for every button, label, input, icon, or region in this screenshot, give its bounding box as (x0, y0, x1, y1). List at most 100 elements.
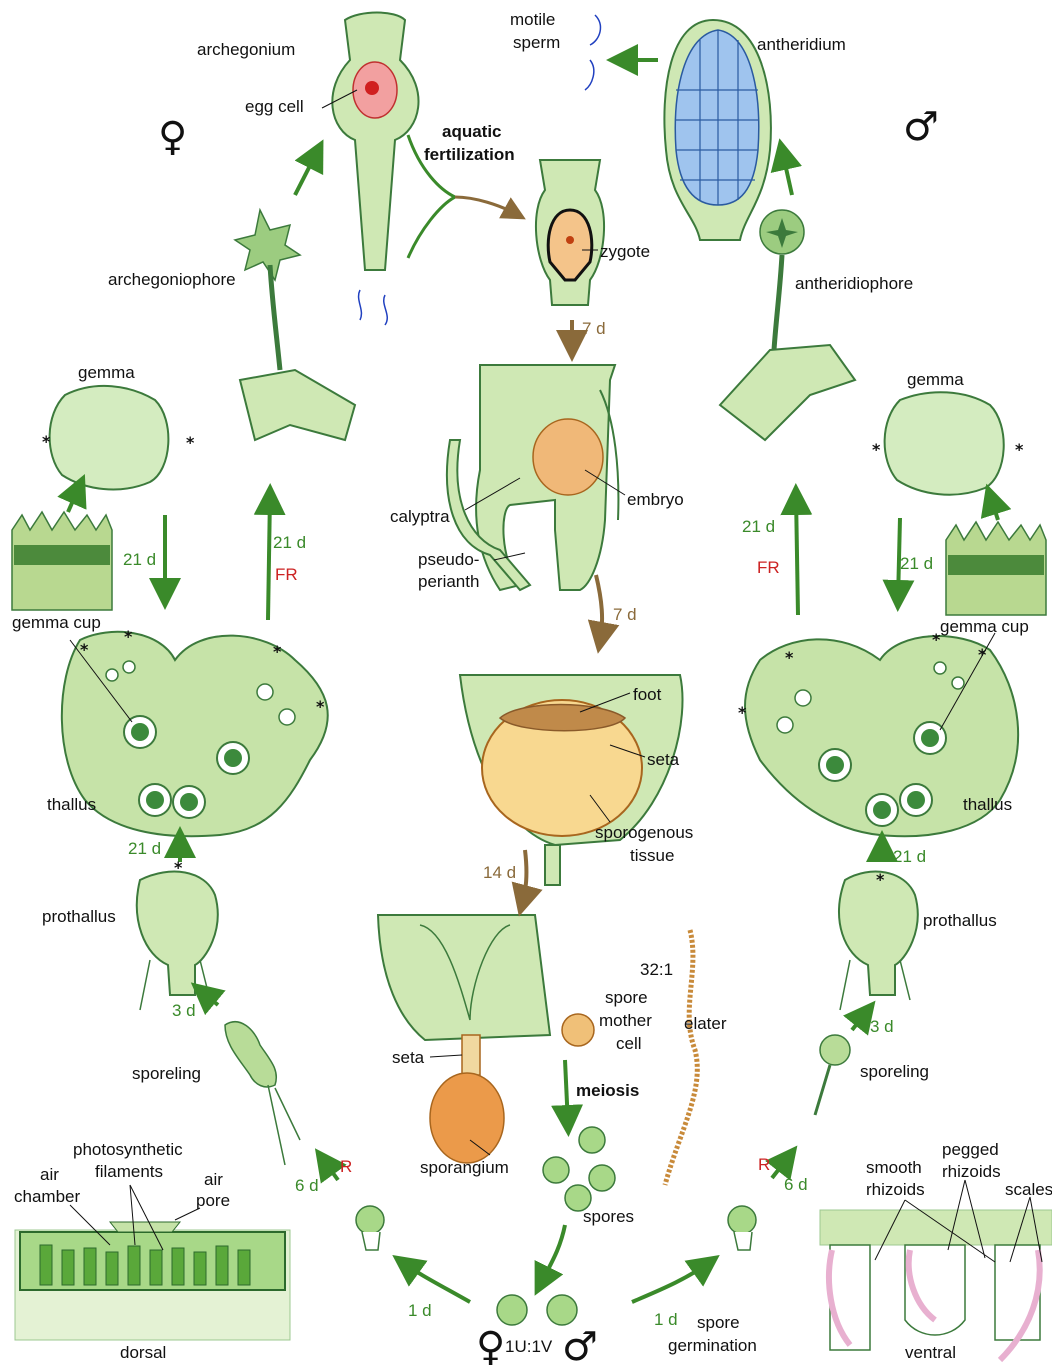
germinating-spore-left (356, 1206, 384, 1234)
asterisk: * (273, 642, 282, 661)
label-antheridium: antheridium (757, 35, 846, 54)
label-perianth: perianth (418, 572, 479, 591)
fr-left: FR (275, 565, 298, 584)
label-prothallus-right: prothallus (923, 911, 997, 930)
gemma-left-illustration (50, 386, 169, 490)
asterisk: * (932, 630, 941, 649)
label-sperm: sperm (513, 33, 560, 52)
label-sporangium: sporangium (420, 1158, 509, 1177)
asterisk: * (80, 640, 89, 659)
time-14d: 14 d (483, 863, 516, 882)
label-ventral: ventral (905, 1343, 956, 1362)
time-21d-fr-left: 21 d (273, 533, 306, 552)
female-symbol-top: ♀ (158, 114, 187, 160)
female-symbol-bottom: ♀ (476, 1324, 505, 1366)
label-air-chamber-1: air (40, 1165, 59, 1184)
label-dorsal: dorsal (120, 1343, 166, 1362)
r-left: R (340, 1157, 352, 1176)
label-tissue: tissue (630, 846, 674, 865)
label-gemma-left: gemma (78, 363, 135, 382)
label-seta-bottom: seta (392, 1048, 425, 1067)
male-symbol-bottom: ♂ (562, 1324, 598, 1366)
label-gemma-cup-right: gemma cup (940, 617, 1029, 636)
time-21d-fr-right: 21 d (742, 517, 775, 536)
asterisk: * (785, 648, 794, 667)
label-air-pore-2: pore (196, 1191, 230, 1210)
label-motile: motile (510, 10, 555, 29)
label-thallus-left: thallus (47, 795, 96, 814)
label-meiosis: meiosis (576, 1081, 639, 1100)
asterisk: * (124, 627, 133, 646)
label-elater: elater (684, 1014, 727, 1033)
label-mother: mother (599, 1011, 652, 1030)
label-smooth: smooth (866, 1158, 922, 1177)
label-egg-cell: egg cell (245, 97, 304, 116)
label-ratio-1u1v: 1U:1V (505, 1337, 553, 1356)
label-filaments: filaments (95, 1162, 163, 1181)
r-right: R (758, 1155, 770, 1174)
spore-mother-cell-shape (562, 1014, 594, 1046)
label-air-chamber-2: chamber (14, 1187, 80, 1206)
dorsal-section-illustration (15, 1222, 290, 1340)
asterisk: * (876, 870, 885, 889)
label-sporeling-left: sporeling (132, 1064, 201, 1083)
label-rhizoids-2: rhizoids (942, 1162, 1001, 1181)
label-scales: scales (1005, 1180, 1052, 1199)
ventral-section-illustration (820, 1210, 1052, 1360)
label-spore-germ-1: spore (697, 1313, 740, 1332)
spore-male (547, 1295, 577, 1325)
label-rhizoids-1: rhizoids (866, 1180, 925, 1199)
antheridium-illustration (664, 20, 771, 240)
time-1d-left: 1 d (408, 1301, 432, 1320)
prothallus-right-illustration (839, 872, 918, 1010)
label-spore-germ-2: germination (668, 1336, 757, 1355)
label-ratio-32: 32:1 (640, 960, 673, 979)
label-gemma-cup-left: gemma cup (12, 613, 101, 632)
gemma-right-illustration (885, 392, 1004, 494)
time-21d-gemma-left: 21 d (123, 550, 156, 569)
asterisk: * (872, 440, 881, 459)
label-photosynthetic: photosynthetic (73, 1140, 183, 1159)
asterisk: * (174, 858, 183, 877)
time-7d-a: 7 d (582, 319, 606, 338)
thallus-left-illustration (62, 632, 328, 836)
label-fertilization: fertilization (424, 145, 515, 164)
time-3d-left: 3 d (172, 1001, 196, 1020)
label-archegonium: archegonium (197, 40, 295, 59)
asterisk: * (186, 433, 195, 452)
label-sporeling-right: sporeling (860, 1062, 929, 1081)
fr-right: FR (757, 558, 780, 577)
prothallus-left-illustration (137, 872, 218, 1010)
asterisk: * (1015, 440, 1024, 459)
label-spores: spores (583, 1207, 634, 1226)
male-symbol-top: ♂ (903, 104, 939, 150)
label-pseudo: pseudo- (418, 550, 479, 569)
label-zygote: zygote (600, 242, 650, 261)
sporeling-left-illustration (225, 1022, 300, 1165)
label-prothallus-left: prothallus (42, 907, 116, 926)
germinating-spore-right (728, 1206, 756, 1234)
label-archegoniophore: archegoniophore (108, 270, 236, 289)
archegoniophore-illustration (235, 210, 355, 440)
time-7d-b: 7 d (613, 605, 637, 624)
time-1d-right: 1 d (654, 1310, 678, 1329)
label-cell: cell (616, 1034, 642, 1053)
asterisk: * (42, 432, 51, 451)
time-21d-thallus-left: 21 d (128, 839, 161, 858)
spores-illustration (543, 1127, 615, 1211)
label-pegged: pegged (942, 1140, 999, 1159)
label-thallus-right: thallus (963, 795, 1012, 814)
spore-female (497, 1295, 527, 1325)
label-spore: spore (605, 988, 648, 1007)
label-calyptra: calyptra (390, 507, 450, 526)
asterisk: * (316, 697, 325, 716)
asterisk: * (978, 645, 987, 664)
antheridiophore-illustration (720, 210, 855, 440)
sporangium-illustration (378, 915, 550, 1163)
time-6d-left: 6 d (295, 1176, 319, 1195)
zygote-illustration (536, 160, 604, 305)
label-aquatic: aquatic (442, 122, 502, 141)
time-21d-thallus-right: 21 d (893, 847, 926, 866)
gemma-cup-right-illustration (946, 522, 1046, 615)
